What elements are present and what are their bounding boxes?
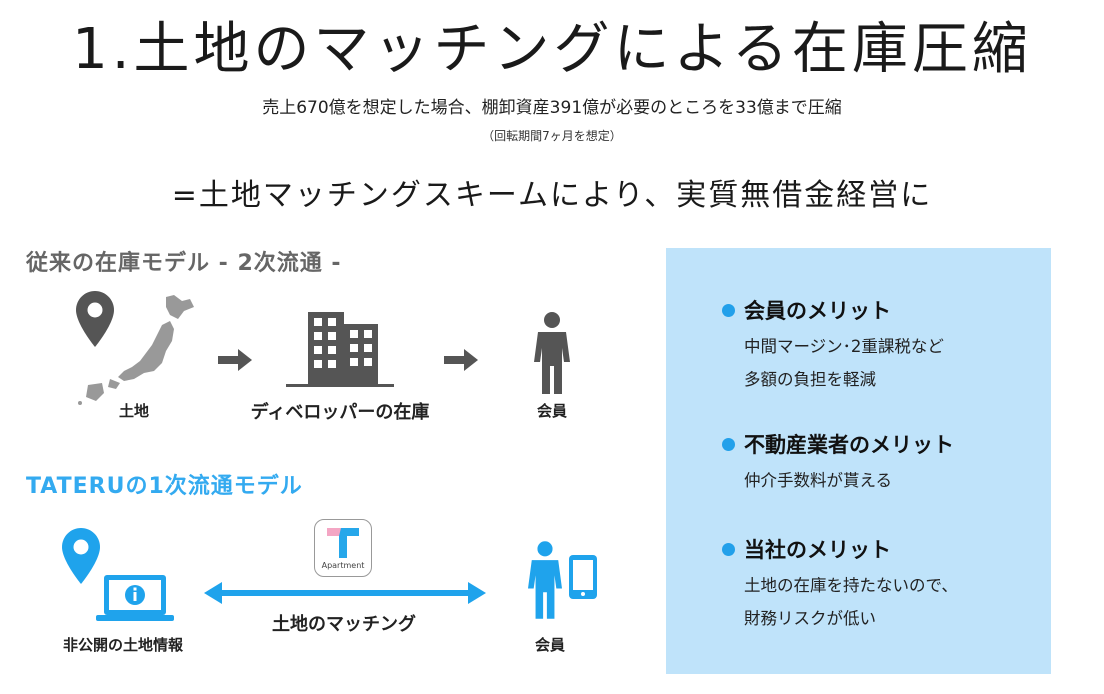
japan-map-icon: [78, 295, 194, 405]
tateru-model-heading: TATERUの1次流通モデル: [26, 474, 303, 499]
company-benefit-line: 財務リスクが低い: [744, 609, 876, 628]
bullet-icon: [722, 437, 735, 451]
benefits-panel: 会員のメリット 中間マージン･2重課税など 多額の負担を軽減 不動産業者のメリッ…: [666, 248, 1051, 674]
company-benefit: 当社のメリット 土地の在庫を持たないので、 財務リスクが低い: [722, 534, 958, 629]
member-benefit-heading-row: 会員のメリット: [722, 295, 944, 325]
company-benefit-line: 土地の在庫を持たないので、: [744, 576, 958, 595]
tagline: =土地マッチングスキームにより、実質無借金経営に: [171, 178, 933, 213]
app-name: Apartment: [321, 561, 365, 570]
developer-inventory-label: ディベロッパーの在庫: [250, 402, 430, 423]
company-benefit-heading-row: 当社のメリット: [722, 534, 958, 564]
land-matching-label: 土地のマッチング: [272, 614, 416, 635]
app-icon: Apartment: [314, 519, 372, 577]
member-benefit-heading: 会員のメリット: [744, 299, 891, 323]
member-label: 会員: [534, 636, 565, 654]
map-pin-icon: [76, 291, 114, 347]
private-land-info-label: 非公開の土地情報: [62, 636, 183, 654]
page-title: 1.土地のマッチングによる在庫圧縮: [72, 17, 1032, 82]
traditional-model-heading: 従来の在庫モデル - 2次流通 -: [26, 251, 342, 276]
realtor-benefit: 不動産業者のメリット 仲介手数料が貰える: [722, 429, 954, 491]
land-label: 土地: [118, 402, 149, 420]
double-arrow-icon: [204, 582, 486, 604]
person-icon: [528, 541, 562, 619]
arrow-right-icon: [444, 349, 478, 371]
member-benefit: 会員のメリット 中間マージン･2重課税など 多額の負担を軽減: [722, 295, 944, 390]
bullet-icon: [722, 303, 735, 317]
realtor-benefit-heading-row: 不動産業者のメリット: [722, 429, 954, 459]
bullet-icon: [722, 542, 735, 556]
arrow-right-icon: [218, 349, 252, 371]
member-benefit-line: 中間マージン･2重課税など: [744, 337, 944, 356]
subtitle-note: （回転期間7ヶ月を想定）: [482, 129, 622, 143]
subtitle: 売上670億を想定した場合、棚卸資産391億が必要のところを33億まで圧縮: [262, 98, 842, 118]
company-benefit-heading: 当社のメリット: [744, 538, 891, 562]
person-icon: [534, 312, 570, 394]
map-pin-icon: [62, 528, 100, 584]
realtor-benefit-line: 仲介手数料が貰える: [744, 471, 893, 490]
member-benefit-line: 多額の負担を軽減: [744, 370, 876, 389]
realtor-benefit-heading: 不動産業者のメリット: [744, 433, 954, 457]
laptop-info-icon: [96, 575, 174, 621]
app-logo-icon: [327, 528, 359, 558]
member-label: 会員: [536, 402, 567, 420]
building-icon: [286, 312, 394, 387]
smartphone-icon: [569, 555, 597, 599]
